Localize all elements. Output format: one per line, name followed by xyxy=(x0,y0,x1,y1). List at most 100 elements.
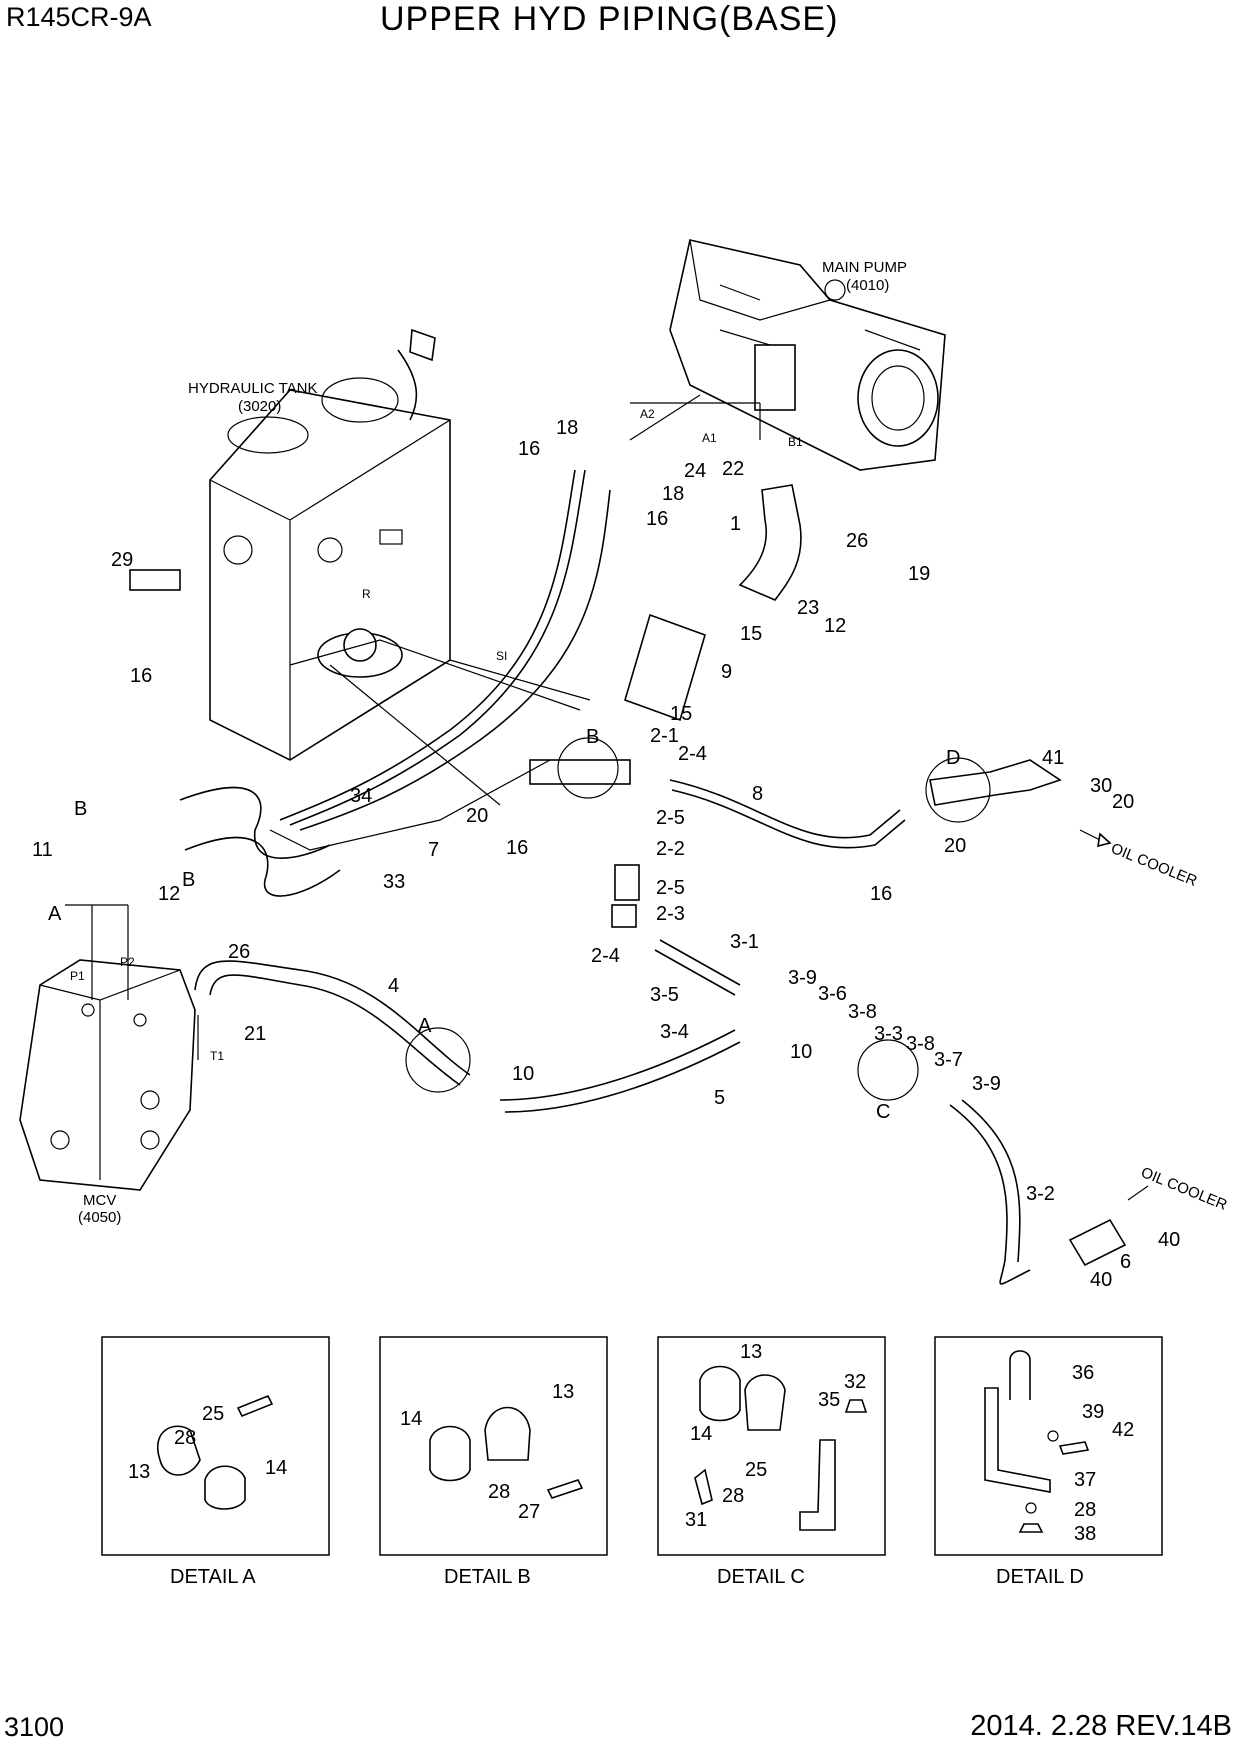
detail-c-part-13: 13 xyxy=(740,1341,762,1363)
callout-3-3: 3-3 xyxy=(874,1023,903,1045)
detail-d-box: 36 39 42 37 28 38 DETAIL D xyxy=(934,1336,1163,1588)
part-callouts: 18 16 24 18 22 16 1 26 19 23 12 15 9 15 … xyxy=(32,417,1180,1291)
callout-3-6: 3-6 xyxy=(818,983,847,1005)
detail-c-part-31: 31 xyxy=(685,1509,707,1531)
callout-3-8a: 3-8 xyxy=(848,1001,877,1023)
callout-1: 1 xyxy=(730,513,741,535)
callout-8: 8 xyxy=(752,783,763,805)
oil-cooler-labels: OIL COOLER OIL COOLER xyxy=(1079,829,1230,1214)
callout-20b: 20 xyxy=(944,835,966,857)
port-p1: P1 xyxy=(70,969,85,983)
detail-a-box: 25 28 13 14 DETAIL A xyxy=(101,1336,330,1588)
port-a1: A1 xyxy=(702,431,717,445)
callout-3-1: 3-1 xyxy=(730,931,759,953)
detail-b-part-28: 28 xyxy=(488,1481,510,1503)
callout-3-2: 3-2 xyxy=(1026,1183,1055,1205)
mcv: MCV (4050) xyxy=(19,959,196,1226)
callout-10a: 10 xyxy=(512,1063,534,1085)
detail-c-part-32: 32 xyxy=(844,1371,866,1393)
detail-d-part-38: 38 xyxy=(1074,1523,1096,1545)
callout-20c: 20 xyxy=(1112,791,1134,813)
callout-19: 19 xyxy=(908,563,930,585)
detail-a-part-13: 13 xyxy=(128,1461,150,1483)
tank-label: HYDRAULIC TANK xyxy=(188,380,317,397)
callout-9: 9 xyxy=(721,661,732,683)
detail-b-title: DETAIL B xyxy=(444,1566,531,1588)
detail-b-part-27: 27 xyxy=(518,1501,540,1523)
reference-lines xyxy=(65,394,761,1060)
callout-18a: 18 xyxy=(556,417,578,439)
callout-3-4: 3-4 xyxy=(660,1021,689,1043)
detail-c-part-14: 14 xyxy=(690,1423,712,1445)
callout-26a: 26 xyxy=(846,530,868,552)
detail-c-part-35: 35 xyxy=(818,1389,840,1411)
detail-d-title: DETAIL D xyxy=(996,1566,1084,1588)
detail-ref-d: D xyxy=(946,747,960,769)
callout-16e: 16 xyxy=(870,883,892,905)
callout-15b: 15 xyxy=(670,703,692,725)
main-pump-label: MAIN PUMP xyxy=(822,259,907,276)
detail-ref-a-1: A xyxy=(48,903,62,925)
callout-18b: 18 xyxy=(662,483,684,505)
page-number: 3100 xyxy=(4,1712,65,1742)
detail-a-part-14: 14 xyxy=(265,1457,287,1479)
detail-a-title: DETAIL A xyxy=(170,1566,256,1588)
oil-cooler-label-2: OIL COOLER xyxy=(1139,1164,1230,1214)
callout-3-8b: 3-8 xyxy=(906,1033,935,1055)
pipe-network xyxy=(179,469,1127,1285)
callout-11: 11 xyxy=(32,839,53,861)
detail-ref-b-3: B xyxy=(586,726,599,748)
callout-40a: 40 xyxy=(1158,1229,1180,1251)
main-pump: MAIN PUMP (4010) xyxy=(669,239,946,471)
detail-c-title: DETAIL C xyxy=(717,1566,805,1588)
callout-23: 23 xyxy=(797,597,819,619)
port-p2: P2 xyxy=(120,955,135,969)
callout-2-1: 2-1 xyxy=(650,725,679,747)
callout-2-2: 2-2 xyxy=(656,838,685,860)
detail-ref-c-1: C xyxy=(876,1101,890,1123)
detail-b-part-14: 14 xyxy=(400,1408,422,1430)
detail-ref-b-1: B xyxy=(74,798,87,820)
callout-2-4b: 2-4 xyxy=(591,945,620,967)
callout-22: 22 xyxy=(722,458,744,480)
callout-5: 5 xyxy=(714,1087,725,1109)
main-pump-code: (4010) xyxy=(846,277,889,294)
detail-d-part-28: 28 xyxy=(1074,1499,1096,1521)
callout-3-9b: 3-9 xyxy=(972,1073,1001,1095)
hydraulic-tank: HYDRAULIC TANK (3020) xyxy=(129,328,451,761)
callout-16d: 16 xyxy=(506,837,528,859)
oil-cooler-label-1: OIL COOLER xyxy=(1109,840,1200,890)
detail-ref-b-2: B xyxy=(182,869,195,891)
detail-d-part-39: 39 xyxy=(1082,1401,1104,1423)
callout-33: 33 xyxy=(383,871,405,893)
model-code: R145CR-9A xyxy=(6,2,152,32)
revision-date: 2014. 2.28 REV.14B xyxy=(970,1710,1232,1742)
callout-21: 21 xyxy=(244,1023,266,1045)
callout-7: 7 xyxy=(428,839,439,861)
detail-a-part-25: 25 xyxy=(202,1403,224,1425)
detail-c-box: 13 32 35 14 25 28 31 DETAIL C xyxy=(657,1336,886,1588)
detail-reference-circles: A A B B B C C D xyxy=(48,726,991,1123)
callout-26b: 26 xyxy=(228,941,250,963)
callout-2-4a: 2-4 xyxy=(678,743,707,765)
callout-29: 29 xyxy=(111,549,133,571)
callout-16c: 16 xyxy=(130,665,152,687)
detail-d-part-36: 36 xyxy=(1072,1362,1094,1384)
tank-code: (3020) xyxy=(238,398,281,415)
callout-12b: 12 xyxy=(158,883,180,905)
mcv-label: MCV xyxy=(83,1192,116,1209)
detail-d-part-37: 37 xyxy=(1074,1469,1096,1491)
callout-15a: 15 xyxy=(740,623,762,645)
detail-d-part-42: 42 xyxy=(1112,1419,1134,1441)
callout-34: 34 xyxy=(350,785,372,807)
callout-41: 41 xyxy=(1042,747,1064,769)
callout-16a: 16 xyxy=(518,438,540,460)
port-si: SI xyxy=(496,649,507,663)
callout-16b: 16 xyxy=(646,508,668,530)
callout-2-3: 2-3 xyxy=(656,903,685,925)
callout-20a: 20 xyxy=(466,805,488,827)
callout-4: 4 xyxy=(388,975,399,997)
callout-6: 6 xyxy=(1120,1251,1131,1273)
detail-c-part-25: 25 xyxy=(745,1459,767,1481)
